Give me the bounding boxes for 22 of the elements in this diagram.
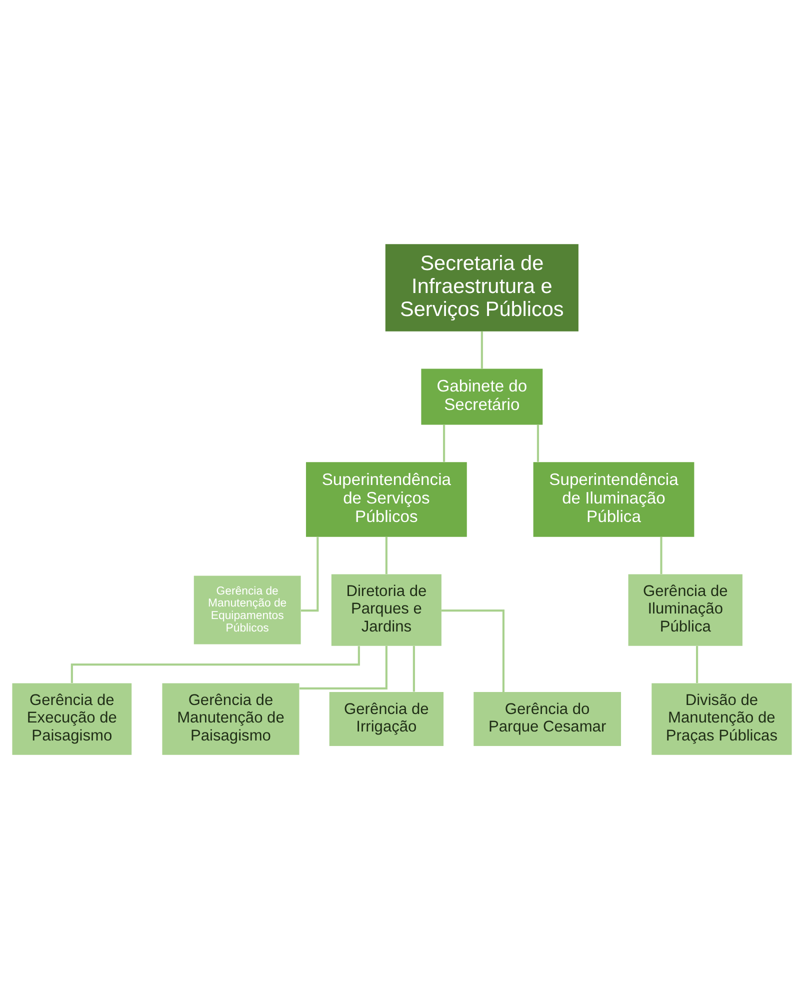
connector <box>412 646 415 692</box>
connector <box>442 610 504 692</box>
connector <box>385 536 388 574</box>
node-box: Gerência de Irrigação <box>329 692 444 746</box>
node-box: Gerência de Execução de Paisagismo <box>12 683 132 755</box>
connector <box>696 646 698 684</box>
connector <box>480 331 483 369</box>
node-box: Secretaria de Infraestrutura e Serviços Públicos <box>385 244 578 332</box>
node-box: Gerência do Parque Cesamar <box>474 692 622 746</box>
node-box: Gabinete do Secretário <box>421 368 543 425</box>
connector <box>70 646 360 683</box>
connector <box>299 646 388 690</box>
connector <box>443 424 446 462</box>
node-box: Divisão de Manutenção de Praças Públicas <box>652 683 792 755</box>
node-box: Gerência de Manutenção de Paisagismo <box>162 683 300 755</box>
node-box: Gerência de Iluminação Pública <box>628 574 742 646</box>
node-box: Superintendência de Serviços Públicos <box>306 462 467 537</box>
connector <box>536 424 540 462</box>
node-box: Diretoria de Parques e Jardins <box>331 574 442 646</box>
connector <box>660 536 662 574</box>
node-box: Superintendência de Iluminação Pública <box>533 462 694 537</box>
node-box: Gerência de Manutenção de Equipamentos Públicos <box>194 576 301 644</box>
